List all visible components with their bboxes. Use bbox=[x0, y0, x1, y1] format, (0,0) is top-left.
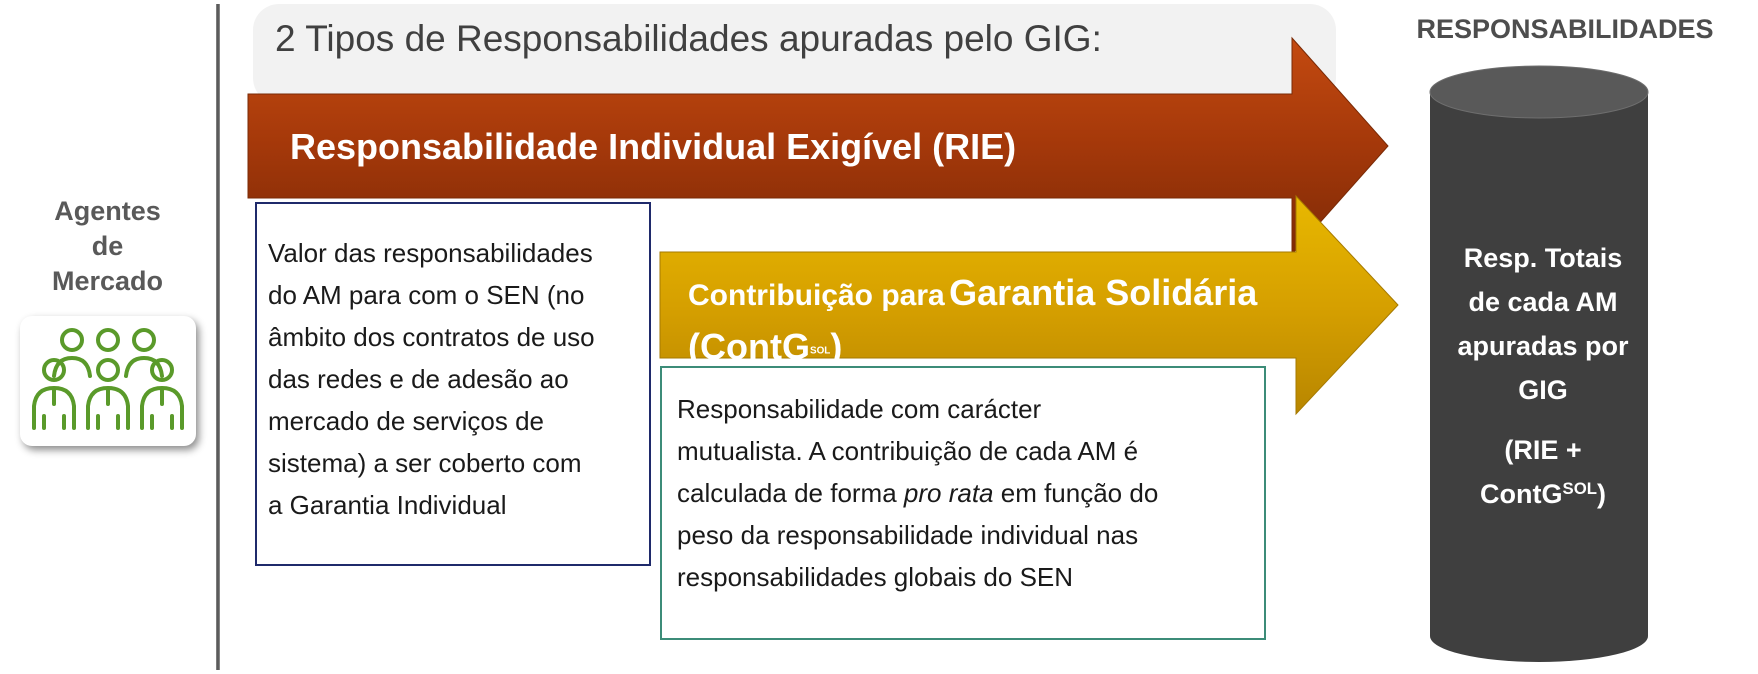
contg-title-part3: (ContG bbox=[688, 326, 810, 367]
formula-sup: SOL bbox=[1562, 478, 1597, 498]
actor-label-line: Agentes bbox=[54, 196, 161, 226]
formula-text: ContG bbox=[1480, 479, 1563, 509]
responsabilidades-cylinder bbox=[1429, 65, 1649, 662]
contg-description-line: Responsabilidade com carácter bbox=[677, 394, 1042, 424]
total-line: apuradas por bbox=[1457, 331, 1629, 361]
cylinder-top bbox=[1429, 65, 1649, 119]
pro-rata-italic: pro rata bbox=[903, 478, 994, 508]
contg-title-part1: Contribuição para bbox=[688, 279, 945, 312]
rie-description-line: âmbito dos contratos de uso bbox=[268, 322, 595, 352]
formula-text: ) bbox=[1596, 479, 1606, 509]
formula: (RIE + ContGSOL) bbox=[1434, 428, 1652, 516]
cylinder-text: Resp. Totais de cada AM apuradas por GIG… bbox=[1434, 236, 1652, 516]
formula-line: ContGSOL) bbox=[1434, 472, 1652, 516]
contg-description-text: em função do bbox=[993, 478, 1159, 508]
formula-line: (RIE + bbox=[1504, 435, 1582, 465]
contg-description-line: peso da responsabilidade individual nas bbox=[677, 520, 1139, 550]
header-text: 2 Tipos de Responsabilidades apuradas pe… bbox=[275, 18, 1102, 59]
total-line: GIG bbox=[1518, 375, 1568, 405]
actor-label-line: Mercado bbox=[51, 266, 164, 296]
responsabilidades-heading: RESPONSABILIDADES bbox=[1416, 14, 1714, 44]
rie-description-line: Valor das responsabilidades bbox=[268, 238, 593, 268]
contg-description-box: Responsabilidade com carácter mutualista… bbox=[660, 366, 1266, 640]
people-group-icon bbox=[32, 328, 184, 430]
contg-description-line: responsabilidades globais do SEN bbox=[677, 562, 1074, 592]
vertical-divider bbox=[216, 4, 220, 670]
rie-description-line: mercado de serviços de bbox=[268, 406, 545, 436]
rie-description-box: Valor das responsabilidades do AM para c… bbox=[255, 202, 651, 566]
actor-label: Agentes de Mercado bbox=[20, 194, 195, 299]
rie-description-line: do AM para com o SEN (no bbox=[268, 280, 585, 310]
rie-description-line: a Garantia Individual bbox=[268, 490, 507, 520]
contg-description-line: mutualista. A contribuição de cada AM é bbox=[677, 436, 1139, 466]
rie-title: Responsabilidade Individual Exigível (RI… bbox=[290, 126, 1017, 167]
actor-icon-tile bbox=[20, 316, 196, 446]
contg-title: Contribuição para Garantia Solidária (Co… bbox=[688, 270, 1328, 378]
actor-label-line: de bbox=[91, 231, 124, 261]
contg-title-part4: ) bbox=[830, 326, 843, 367]
contg-title-sup: SOL bbox=[809, 345, 831, 357]
cylinder-body bbox=[1430, 92, 1648, 662]
contg-title-part2: Garantia Solidária bbox=[949, 272, 1258, 313]
total-line: de cada AM bbox=[1468, 287, 1618, 317]
rie-description-line: sistema) a ser coberto com bbox=[268, 448, 582, 478]
contg-description-text: calculada de forma bbox=[677, 478, 904, 508]
rie-description-line: das redes e de adesão ao bbox=[268, 364, 569, 394]
contg-description-line: calculada de forma pro rata em função do bbox=[677, 472, 1254, 514]
total-line: Resp. Totais bbox=[1463, 243, 1623, 273]
